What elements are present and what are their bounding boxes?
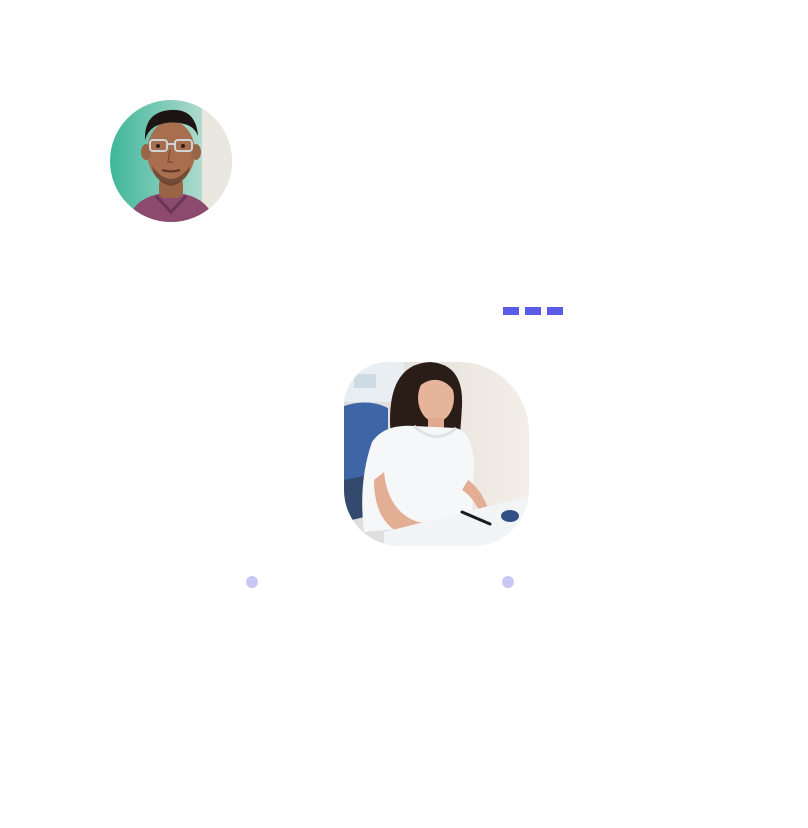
decorative-dot-right	[502, 576, 514, 588]
decorative-dot-left	[246, 576, 258, 588]
woman-at-desk-image	[344, 362, 529, 546]
avatar-photo	[110, 100, 232, 222]
man-portrait-image	[110, 100, 232, 222]
dash-3	[547, 307, 563, 315]
dash-2	[525, 307, 541, 315]
woman-photo	[344, 362, 529, 546]
decorative-dashes	[503, 307, 563, 315]
dash-1	[503, 307, 519, 315]
